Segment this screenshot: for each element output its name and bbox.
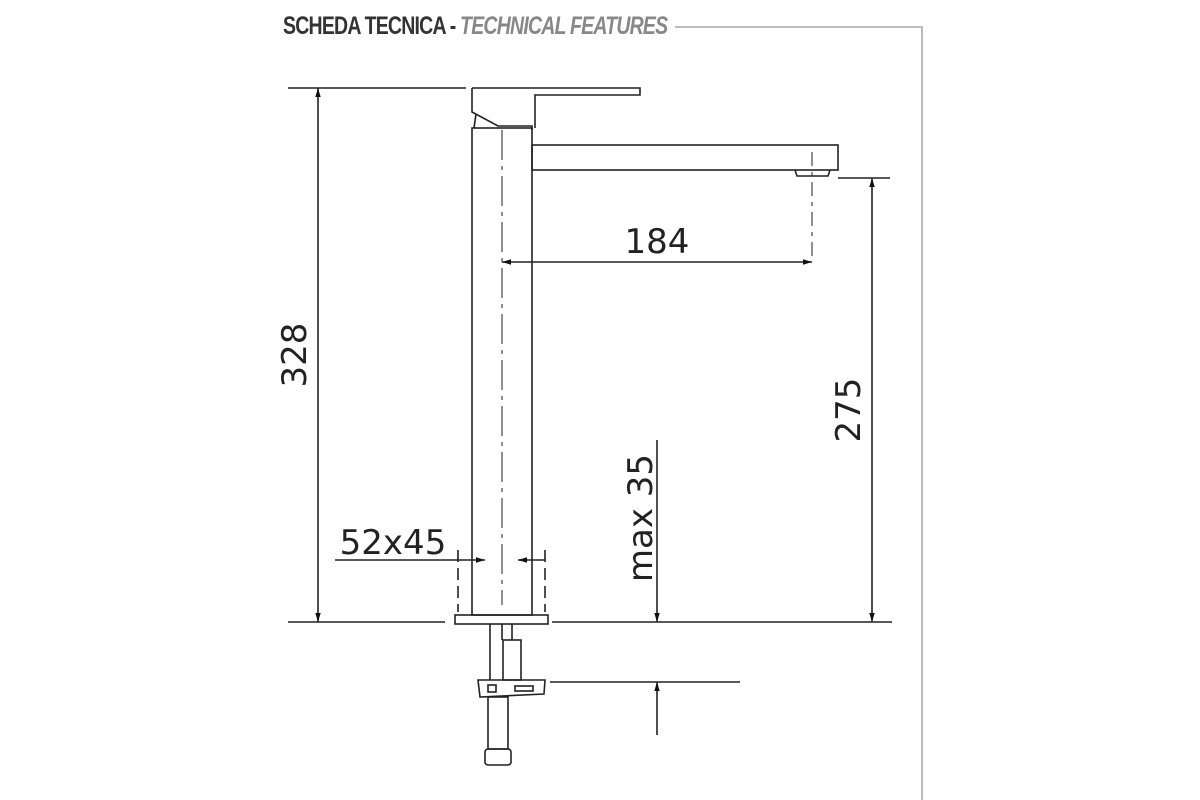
label-total-height: 328 [275,323,315,388]
label-spout-height: 275 [829,378,869,443]
label-max-deck-thickness: max 35 [621,454,661,582]
title-english: TECHNICAL FEATURES [460,12,668,40]
page-title: SCHEDA TECNICA - TECHNICAL FEATURES [283,12,668,41]
title-italian: SCHEDA TECNICA [283,12,446,40]
label-base-size: 52x45 [340,523,447,563]
title-separator: - [449,12,457,40]
faucet-outline [454,87,839,766]
label-spout-reach: 184 [625,222,690,262]
frame-border [675,26,923,800]
